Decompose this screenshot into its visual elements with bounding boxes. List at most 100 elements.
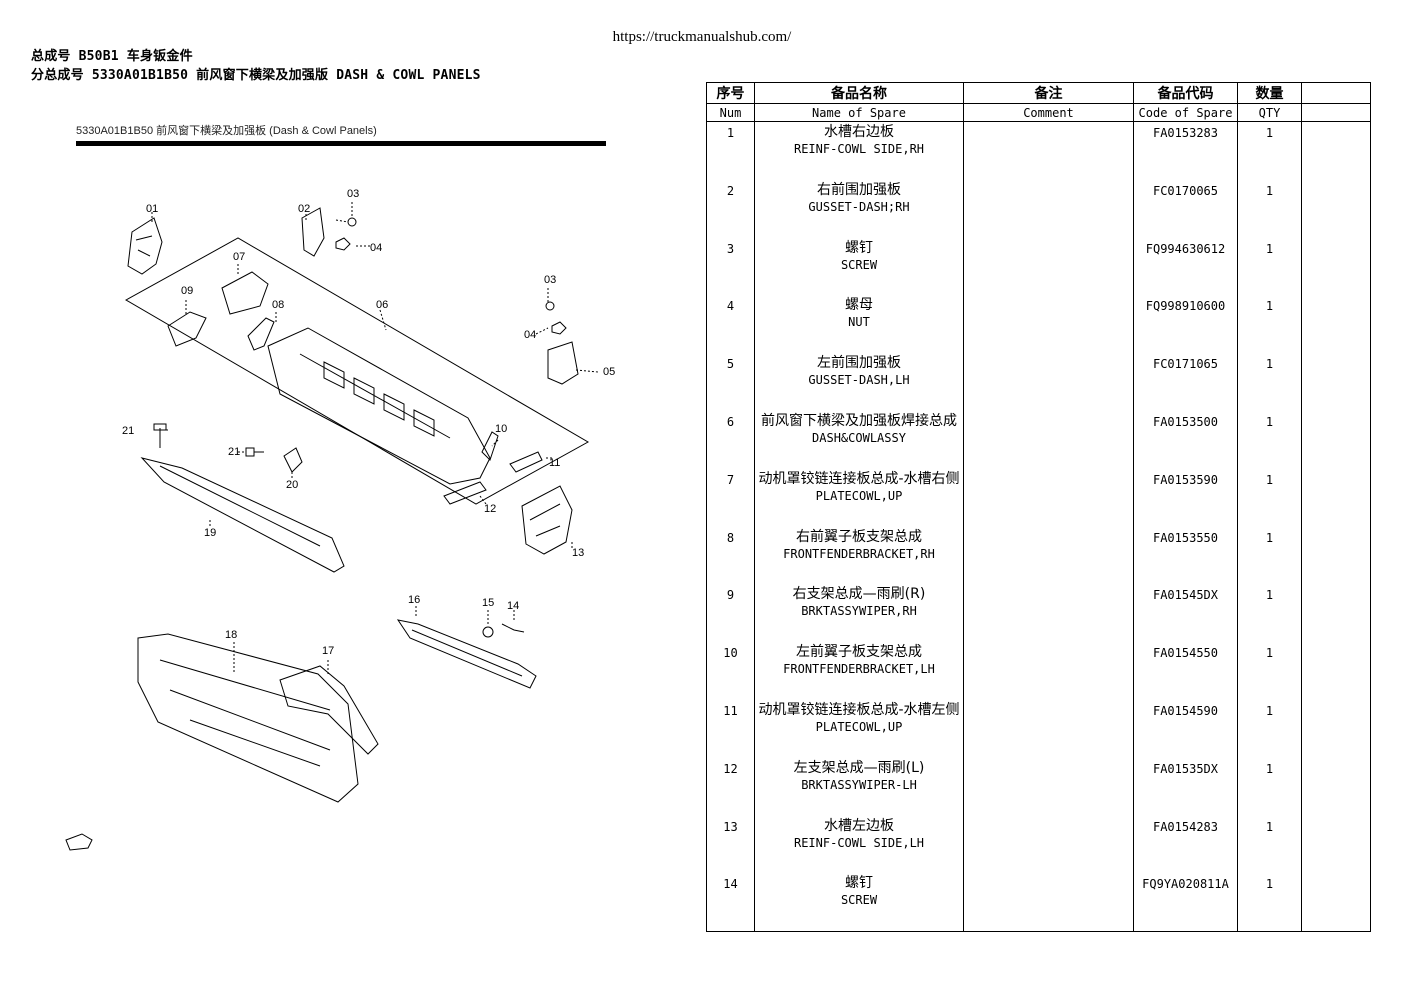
part-07 [221,271,269,315]
part-15 [482,626,494,638]
row-extra [1301,468,1371,527]
callout-12: 12 [484,503,496,515]
part-17 [279,665,379,755]
row-extra [1301,121,1371,180]
part-08 [247,317,275,351]
row-num: 4 [706,295,755,354]
callout-05: 05 [603,366,615,378]
callout-21b: 21 [228,446,240,458]
part-20 [283,447,303,473]
name-cn: 右支架总成—雨刷(R) [792,586,926,603]
col-comment-cn: 备注 [963,82,1134,104]
row-code: FA01545DX [1133,584,1238,643]
row-comment [963,873,1134,933]
callout-20: 20 [286,479,298,491]
name-cn: 水槽右边板 [824,124,894,140]
row-num: 11 [706,699,755,758]
name-cn: 右前围加强板 [817,181,901,198]
row-extra [1301,584,1371,643]
name-cn: 前风窗下横梁及加强板焊接总成 [761,412,957,429]
row-code: FQ9YA020811A [1133,873,1238,933]
diagram-title: 5330A01B1B50 前风窗下横梁及加强板 (Dash & Cowl Pan… [76,125,377,137]
name-en: PLATECOWL,UP [815,488,903,503]
row-extra [1301,353,1371,411]
row-code: FC0171065 [1133,353,1238,411]
row-extra [1301,410,1371,469]
row-qty: 1 [1237,410,1302,469]
name-en: DASH&COWLASSY [812,430,906,445]
subassembly-title: 分总成号 5330A01B1B50 前风窗下横梁及加强版 DASH & COWL… [31,68,481,83]
part-01 [127,217,163,275]
part-13 [521,485,573,555]
part-03 [347,217,357,227]
row-num: 12 [706,757,755,816]
name-cn: 动机罩铰链连接板总成-水槽右侧 [758,470,960,487]
name-cn: 右前翼子板支架总成 [796,528,922,545]
row-extra [1301,699,1371,758]
row-extra [1301,179,1371,238]
row-code: FQ998910600 [1133,295,1238,354]
callout-01: 01 [146,203,158,215]
callout-02: 02 [298,203,310,215]
name-en: BRKTASSYWIPER-LH [801,777,917,792]
name-en: FRONTFENDERBRACKET,RH [783,546,935,561]
name-cn: 螺钉 [845,239,873,256]
col-extra-cn [1301,82,1371,104]
row-comment [963,353,1134,411]
row-num: 5 [706,353,755,411]
source-url[interactable]: https://truckmanualshub.com/ [612,29,792,45]
part-16 [396,619,537,689]
row-code: FA0154590 [1133,699,1238,758]
row-extra [1301,815,1371,874]
callout-14: 14 [507,600,519,612]
row-qty: 1 [1237,121,1302,180]
table-header-en: Num Name of Spare Comment Code of Spare … [706,103,1371,122]
row-extra [1301,237,1371,296]
callout-08: 08 [272,299,284,311]
col-qty-cn: 数量 [1237,82,1302,104]
row-extra [1301,757,1371,816]
callout-07: 07 [233,251,245,263]
part-18 [137,633,359,803]
row-code: FA0153500 [1133,410,1238,469]
row-qty: 1 [1237,526,1302,585]
diagram-title-rule [76,141,606,146]
name-en: FRONTFENDERBRACKET,LH [783,662,935,677]
row-qty: 1 [1237,295,1302,354]
row-code: FA0154283 [1133,815,1238,874]
callout-17: 17 [322,645,334,657]
name-en: GUSSET-DASH,LH [808,373,910,388]
name-cn: 左支架总成—雨刷(L) [793,759,925,776]
col-num-cn: 序号 [706,82,755,104]
row-qty: 1 [1237,468,1302,527]
row-num: 13 [706,815,755,874]
row-extra [1301,642,1371,700]
part-05 [547,341,579,385]
name-en: BRKTASSYWIPER,RH [801,604,917,619]
row-comment [963,410,1134,469]
row-code: FA0153550 [1133,526,1238,585]
name-en: REINF-COWL SIDE,RH [793,142,925,156]
row-comment [963,237,1134,296]
row-code: FA0153283 [1133,121,1238,180]
part-10 [481,431,499,461]
row-code: FA0153590 [1133,468,1238,527]
row-extra [1301,526,1371,585]
